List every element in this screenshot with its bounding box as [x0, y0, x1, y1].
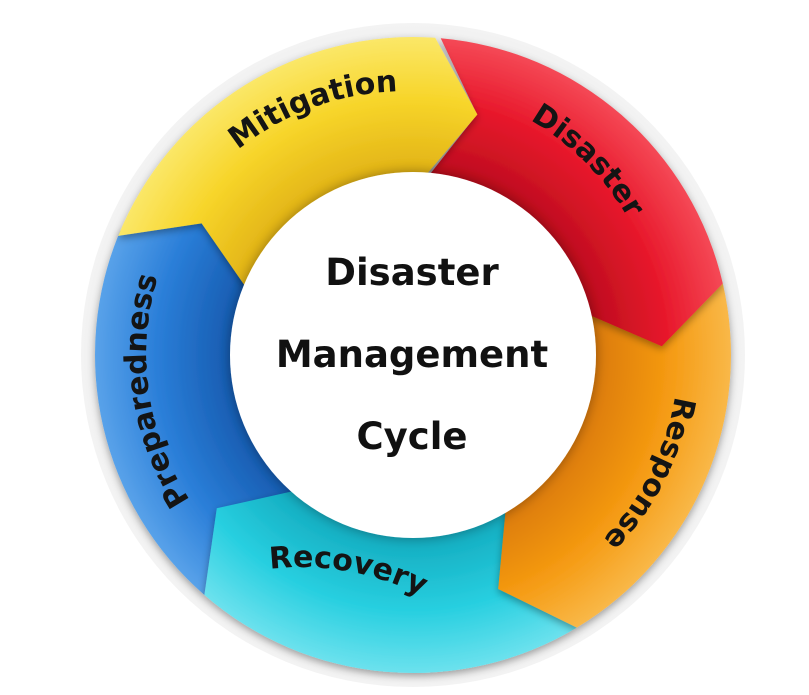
- center-disc: [230, 172, 596, 538]
- segment-disaster: [428, 38, 723, 347]
- segment-mitigation: [118, 37, 478, 288]
- center-title: Disaster Management Cycle: [262, 232, 562, 477]
- center-title-line-1: Disaster: [325, 250, 499, 294]
- segment-response: [498, 283, 731, 628]
- center-title-line-2: Management: [275, 332, 549, 376]
- center-title-line-3: Cycle: [356, 414, 468, 458]
- segment-preparedness: [95, 215, 295, 596]
- cycle-segments: [95, 37, 731, 674]
- segment-recovery: [204, 490, 577, 674]
